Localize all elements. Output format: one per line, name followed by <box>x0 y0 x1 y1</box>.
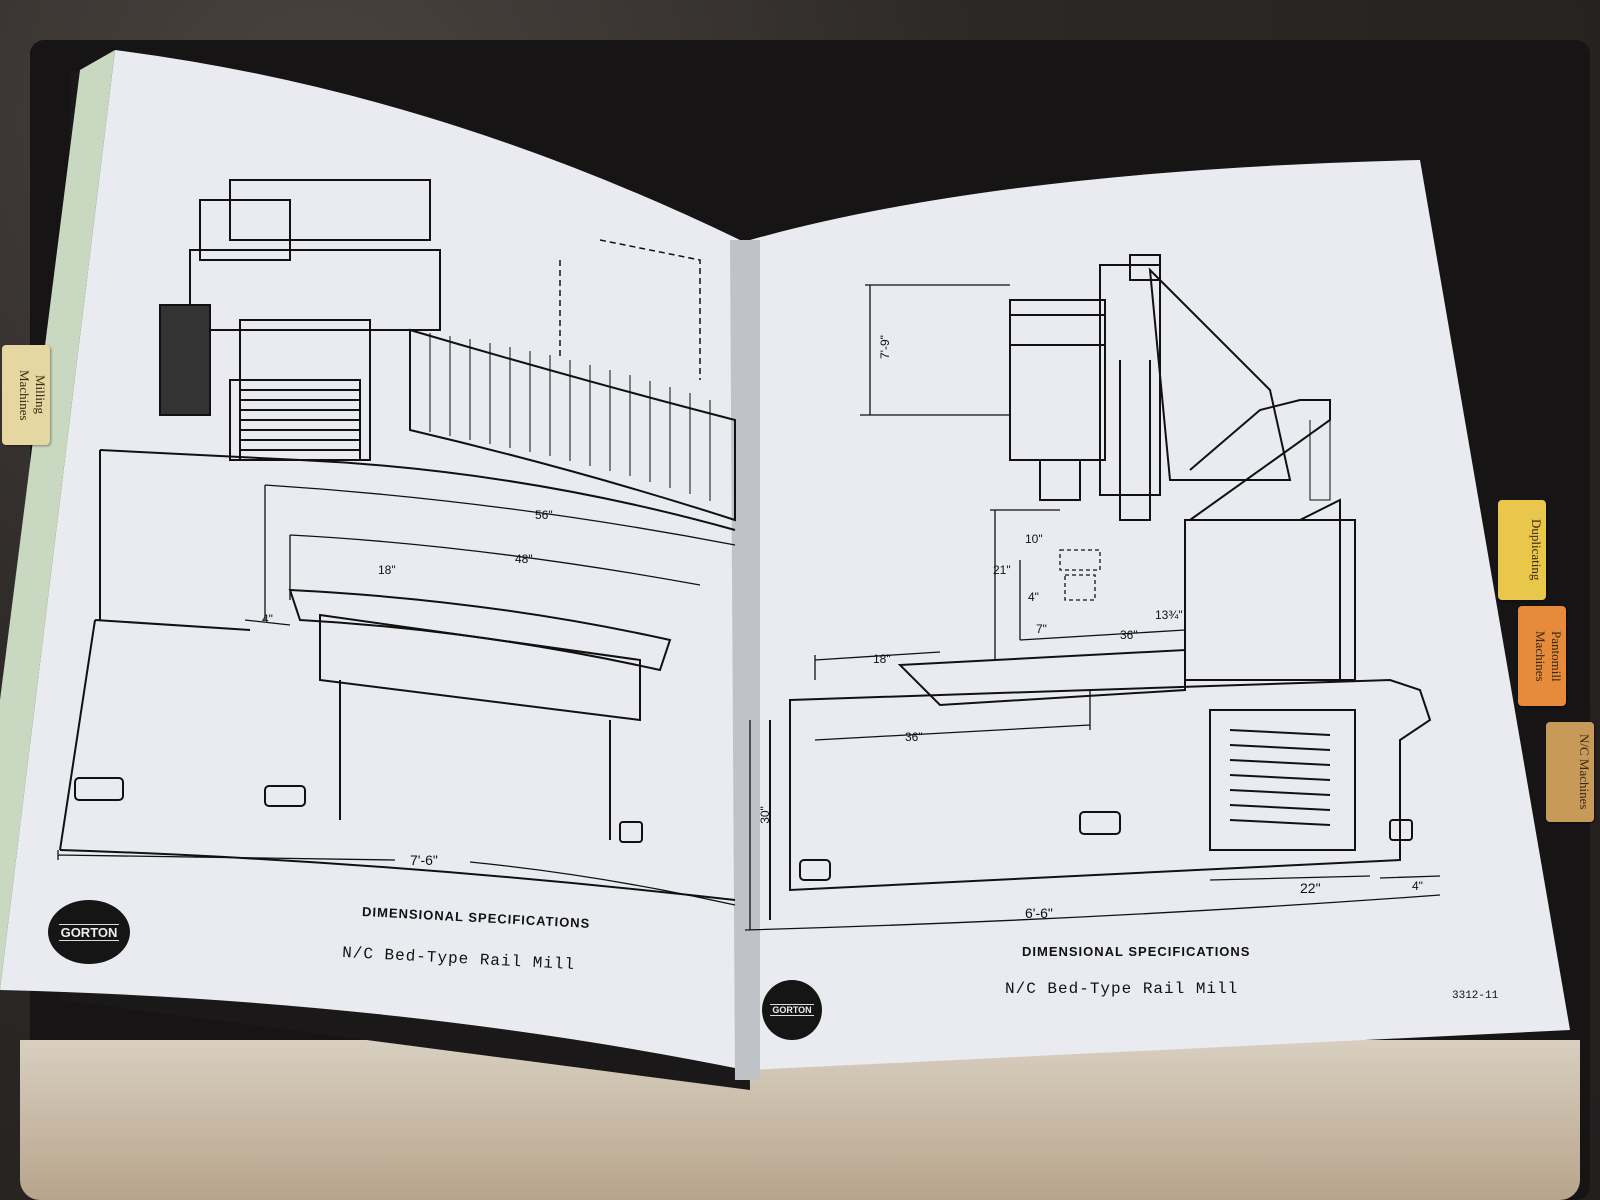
right-dimension-lines <box>744 284 1441 931</box>
right-dim-10: 10" <box>1025 532 1043 546</box>
right-dim-7: 7" <box>1036 622 1047 636</box>
right-dim-36-bottom: 36" <box>905 730 923 744</box>
left-gorton-logo: GORTON <box>48 900 130 964</box>
left-dim-56: 56" <box>535 508 553 522</box>
page-number: 3312-11 <box>1452 990 1499 1002</box>
right-drawing <box>769 254 1432 920</box>
right-dim-18: 18" <box>873 652 891 666</box>
right-dim-6-6: 6'-6" <box>1025 905 1053 921</box>
right-dim-13-3-4: 13¾" <box>1155 608 1183 622</box>
right-dim-36-top: 36" <box>1120 628 1138 642</box>
left-dim-4: 4" <box>262 612 273 626</box>
right-dim-21: 21" <box>993 563 1011 577</box>
tab-duplicating[interactable]: Duplicating <box>1498 500 1546 600</box>
left-dim-48: 48" <box>515 552 533 566</box>
right-dim-30: 30" <box>757 806 772 824</box>
right-dim-4-side: 4" <box>1412 879 1423 893</box>
right-dim-4: 4" <box>1028 590 1039 604</box>
right-gorton-logo: GORTON <box>762 980 822 1040</box>
left-drawing <box>59 179 736 901</box>
tab-milling-machines[interactable]: Milling Machines <box>2 345 50 445</box>
right-model-name: N/C Bed-Type Rail Mill <box>1005 980 1239 998</box>
left-dim-18: 18" <box>378 563 396 577</box>
right-page <box>750 160 1570 1070</box>
right-dim-7-9: 7'-9" <box>877 335 892 359</box>
left-dim-7-6: 7'-6" <box>410 852 438 868</box>
tab-nc-machines[interactable]: N/C Machines <box>1546 722 1594 822</box>
right-dim-22: 22" <box>1300 880 1321 896</box>
right-heading: DIMENSIONAL SPECIFICATIONS <box>1022 944 1251 959</box>
left-dimension-lines <box>57 484 736 906</box>
tab-pantomill-machines[interactable]: Pantomill Machines <box>1518 606 1566 706</box>
